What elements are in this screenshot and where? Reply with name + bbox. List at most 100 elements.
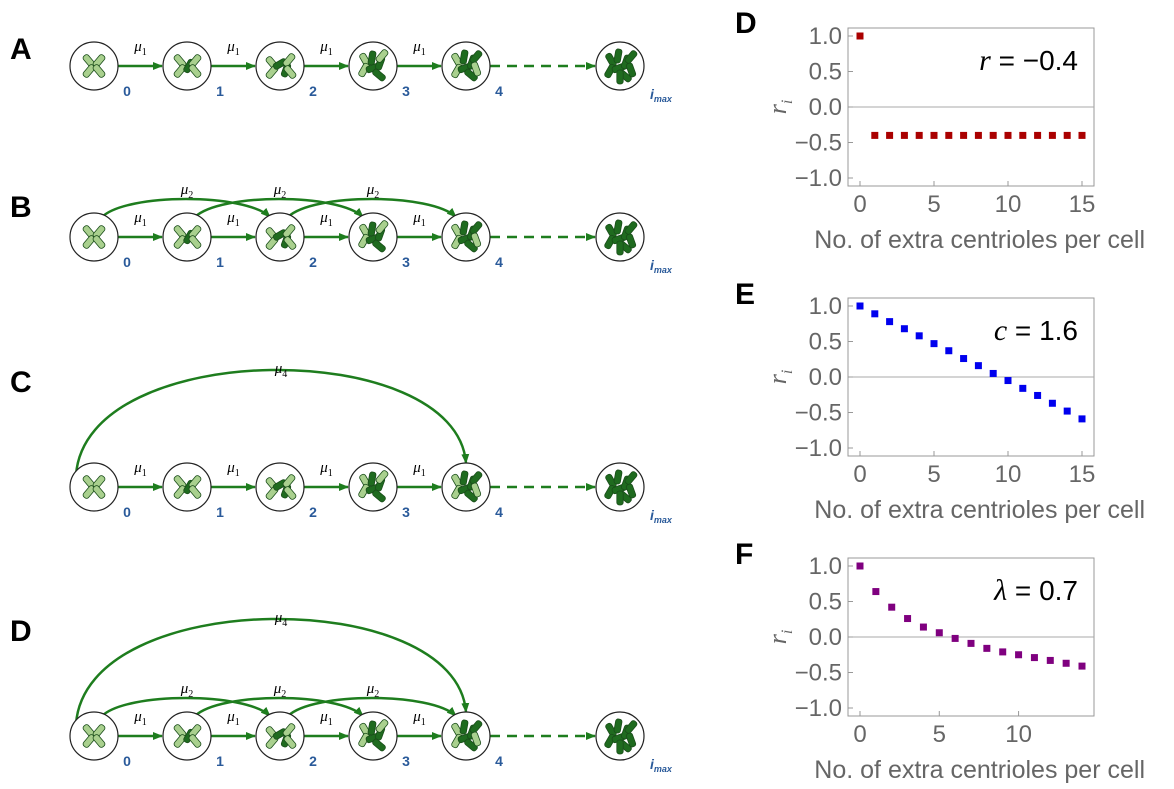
data-point (1078, 662, 1086, 670)
old-centriole (92, 235, 106, 249)
state-index: 0 (123, 254, 131, 270)
cell-state (348, 41, 398, 91)
new-centriole (367, 471, 377, 487)
panel-letter: D (735, 7, 757, 40)
state-index: 3 (402, 504, 410, 520)
new-centriole (624, 720, 638, 734)
cell-state (595, 462, 645, 512)
y-tick-label: −1.0 (795, 695, 842, 722)
panel-letter: E (735, 278, 755, 311)
data-point (999, 648, 1007, 656)
new-centriole (624, 221, 638, 235)
old-centriole (375, 220, 389, 234)
y-tick-label: 0.5 (809, 329, 842, 356)
cell-state (595, 41, 645, 91)
y-tick-label: −0.5 (795, 400, 842, 427)
data-point (871, 131, 879, 139)
data-point (1004, 131, 1012, 139)
rate-label: μ1 (319, 210, 333, 229)
new-centriole (372, 489, 386, 503)
y-tick-label: 0.0 (809, 94, 842, 121)
y-tick-label: 0.0 (809, 624, 842, 651)
data-point (974, 131, 982, 139)
skip-arc (194, 197, 364, 218)
cell-state (255, 462, 305, 512)
old-centriole (283, 735, 297, 749)
old-centriole (92, 485, 106, 499)
skip-arc (287, 197, 457, 218)
data-point (974, 362, 982, 370)
old-centriole (375, 49, 389, 63)
y-tick-label: −0.5 (795, 130, 842, 157)
rate-label: μ2 (180, 182, 194, 201)
new-centriole (372, 239, 386, 253)
y-tick-label: 1.0 (809, 553, 842, 580)
rate-label: μ2 (366, 182, 380, 201)
new-centriole (624, 50, 638, 64)
state-index: 4 (495, 83, 503, 99)
state-index: 1 (216, 83, 224, 99)
old-centriole (283, 65, 297, 79)
new-centriole (613, 718, 623, 734)
new-centriole (469, 471, 483, 485)
new-centriole (464, 68, 478, 82)
data-point (856, 302, 864, 310)
y-tick-label: 1.0 (809, 23, 842, 50)
rate-label: μ1 (319, 39, 333, 58)
state-index-max: imax (650, 507, 673, 525)
cell-state (162, 212, 212, 262)
old-centriole (283, 236, 297, 250)
new-centriole (613, 48, 623, 64)
data-point (945, 131, 953, 139)
rate-label: μ1 (319, 460, 333, 479)
state-index: 2 (309, 504, 317, 520)
state-index: 1 (216, 254, 224, 270)
data-point (919, 623, 927, 631)
x-axis-label: No. of extra centrioles per cell (814, 226, 1145, 254)
old-centriole (375, 470, 389, 484)
old-centriole (173, 734, 187, 748)
data-point (935, 629, 943, 637)
data-point (1034, 391, 1042, 399)
x-tick-label: 0 (853, 461, 866, 488)
y-axis-label: ri (763, 100, 796, 115)
y-axis-label: ri (763, 370, 796, 385)
new-centriole (372, 738, 386, 752)
old-centriole (188, 235, 202, 249)
state-index: 4 (495, 504, 503, 520)
new-centriole (616, 490, 624, 506)
cell-state (69, 212, 119, 262)
data-point (989, 131, 997, 139)
data-point (1046, 656, 1054, 664)
panel-letter: F (735, 538, 753, 571)
rate-label: μ1 (133, 709, 147, 728)
state-index: 0 (123, 83, 131, 99)
new-centriole (469, 50, 483, 64)
rate-label: μ2 (273, 182, 287, 201)
new-centriole (459, 220, 469, 236)
y-tick-label: −1.0 (795, 165, 842, 192)
data-point (872, 588, 880, 596)
jump-arc (74, 368, 470, 476)
new-centriole (616, 240, 624, 256)
new-centriole (625, 732, 637, 748)
data-point (886, 131, 894, 139)
x-tick-label: 10 (995, 461, 1022, 488)
data-point (1078, 415, 1086, 423)
new-centriole (613, 219, 623, 235)
cell-state (595, 711, 645, 761)
rate-label: μ1 (412, 39, 426, 58)
skip-arc (287, 696, 457, 717)
old-centriole (470, 61, 482, 77)
parameter-annotation: λ = 0.7 (993, 574, 1078, 607)
state-index: 1 (216, 504, 224, 520)
data-point (951, 634, 959, 642)
rate-label: μ1 (133, 460, 147, 479)
state-index: 0 (123, 504, 131, 520)
state-index: 2 (309, 753, 317, 769)
state-index-max: imax (650, 257, 673, 275)
new-centriole (367, 50, 377, 66)
rate-label: μ2 (366, 681, 380, 700)
old-centriole (188, 734, 202, 748)
old-centriole (375, 719, 389, 733)
